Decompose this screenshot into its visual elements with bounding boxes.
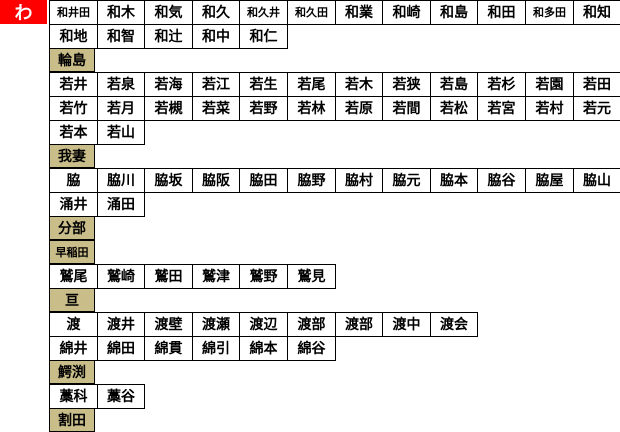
surname-cell: 鷲津 (192, 264, 240, 289)
surname-cell: 綿貫 (144, 336, 193, 361)
surname-cell: 若生 (239, 72, 288, 97)
group-label: 鰐渕 (49, 360, 95, 384)
surname-cell: 和地 (49, 24, 98, 49)
surname-cell: 藁科 (49, 384, 98, 409)
surname-cell: 鷲田 (144, 264, 193, 289)
group-label: 分部 (49, 216, 95, 240)
surname-cell: 脇川 (97, 168, 145, 193)
surname-cell: 脇山 (573, 168, 620, 193)
surname-cell: 和気 (144, 0, 193, 25)
surname-cell: 鷲尾 (49, 264, 98, 289)
surname-cell: 若月 (97, 96, 145, 121)
surname-cell: 脇坂 (144, 168, 193, 193)
surname-cell: 和田 (477, 0, 526, 25)
surname-cell: 綿谷 (287, 336, 336, 361)
surname-cell: 若竹 (49, 96, 98, 121)
surname-cell: 若木 (335, 72, 383, 97)
surname-cell: 渡中 (382, 312, 431, 337)
surname-cell: 渡瀬 (192, 312, 240, 337)
surname-cell: 和辻 (144, 24, 193, 49)
surname-cell: 和業 (335, 0, 383, 25)
surname-cell: 若原 (335, 96, 383, 121)
surname-cell: 若松 (430, 96, 478, 121)
surname-cell: 鷲野 (239, 264, 288, 289)
surname-cell: 若島 (430, 72, 478, 97)
surname-cell: 渡井 (97, 312, 145, 337)
surname-cell: 若尾 (287, 72, 336, 97)
surname-cell: 渡部 (335, 312, 383, 337)
surname-cell: 若野 (239, 96, 288, 121)
group-label: 輪島 (49, 48, 95, 72)
surname-cell: 若林 (287, 96, 336, 121)
surname-cell: 和崎 (382, 0, 431, 25)
surname-cell: 和久井 (239, 0, 288, 25)
group-label: 我妻 (49, 144, 95, 168)
surname-cell: 和井田 (49, 0, 98, 25)
surname-cell: 若間 (382, 96, 431, 121)
group-label: 亘 (49, 288, 95, 312)
surname-cell: 和多田 (525, 0, 574, 25)
surname-cell: 脇屋 (525, 168, 574, 193)
surname-cell: 脇元 (382, 168, 431, 193)
surname-cell: 若山 (97, 120, 145, 145)
surname-cell: 若田 (573, 72, 620, 97)
surname-cell: 綿井 (49, 336, 98, 361)
surname-cell: 和中 (192, 24, 240, 49)
surname-cell: 若江 (192, 72, 240, 97)
surname-cell: 綿引 (192, 336, 240, 361)
surname-cell: 和仁 (239, 24, 288, 49)
surname-cell: 若狭 (382, 72, 431, 97)
surname-cell: 和久田 (287, 0, 336, 25)
surname-cell: 綿本 (239, 336, 288, 361)
surname-cell: 若園 (525, 72, 574, 97)
surname-cell: 若宮 (477, 96, 526, 121)
surname-cell: 若井 (49, 72, 98, 97)
surname-cell: 和木 (97, 0, 145, 25)
kana-header: わ (0, 0, 47, 24)
surname-cell: 和智 (97, 24, 145, 49)
surname-cell: 若泉 (97, 72, 145, 97)
surname-cell: 涌田 (97, 192, 145, 217)
surname-cell: 若海 (144, 72, 193, 97)
surname-cell: 若菜 (192, 96, 240, 121)
surname-cell: 脇本 (430, 168, 478, 193)
surname-cell: 脇阪 (192, 168, 240, 193)
surname-cell: 綿田 (97, 336, 145, 361)
surname-cell: 鷲崎 (97, 264, 145, 289)
surname-cell: 渡部 (287, 312, 336, 337)
surname-cell: 脇野 (287, 168, 336, 193)
surname-cell: 若杉 (477, 72, 526, 97)
surname-cell: 脇村 (335, 168, 383, 193)
group-label: 早稲田 (49, 240, 95, 264)
surname-cell: 脇田 (239, 168, 288, 193)
surname-cell: 脇 (49, 168, 98, 193)
group-label: 割田 (49, 408, 95, 432)
surname-cell: 渡壁 (144, 312, 193, 337)
surname-cell: 藁谷 (97, 384, 145, 409)
surname-cell: 渡辺 (239, 312, 288, 337)
surname-cell: 涌井 (49, 192, 98, 217)
surname-cell: 脇谷 (477, 168, 526, 193)
surname-cell: 若元 (573, 96, 620, 121)
surname-cell: 和島 (430, 0, 478, 25)
surname-cell: 渡 (49, 312, 98, 337)
surname-cell: 渡会 (430, 312, 478, 337)
surname-cell: 若本 (49, 120, 98, 145)
surname-cell: 若槻 (144, 96, 193, 121)
surname-cell: 鷲見 (287, 264, 336, 289)
surname-cell: 和知 (573, 0, 620, 25)
surname-cell: 若村 (525, 96, 574, 121)
surname-cell: 和久 (192, 0, 240, 25)
